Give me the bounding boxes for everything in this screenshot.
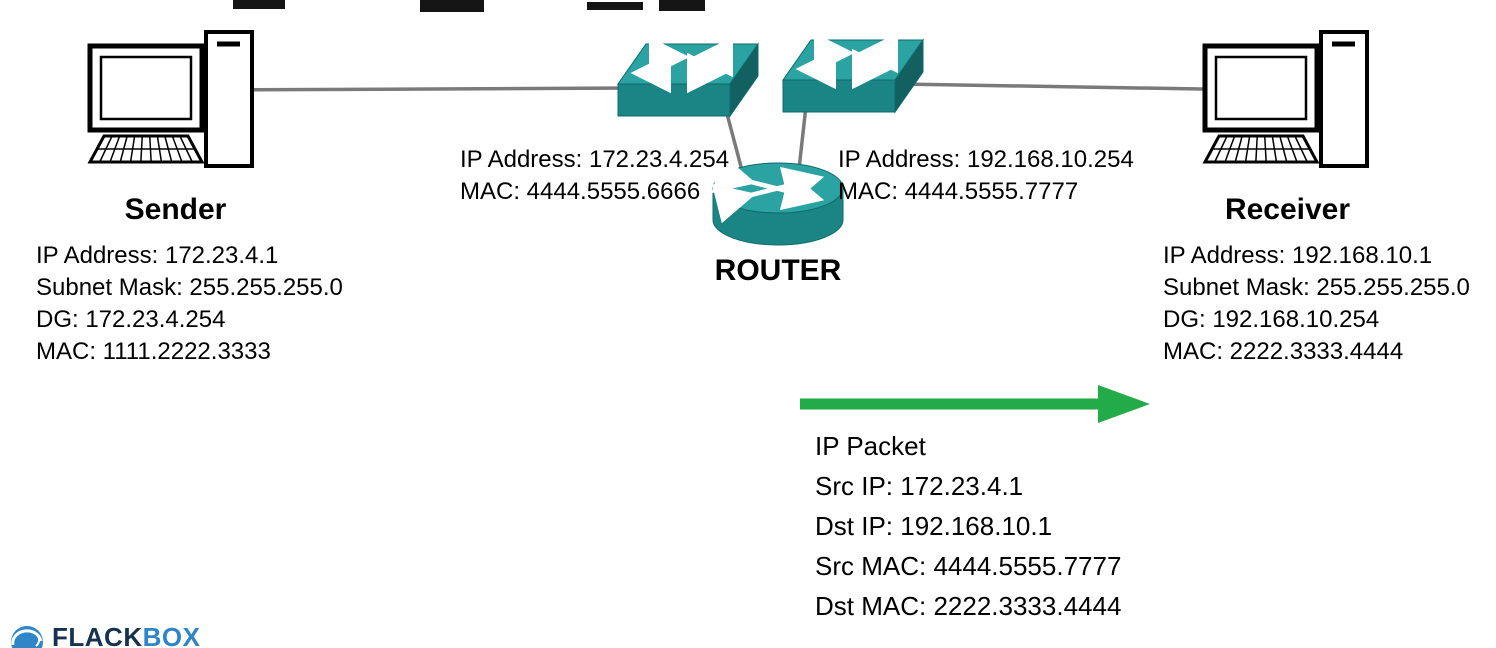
sender-ip-address: IP Address: 172.23.4.1 — [36, 242, 279, 269]
packet-dst-ip: Dst IP: 192.168.10.1 — [815, 511, 1053, 541]
router-icon — [713, 163, 843, 245]
cable-right-switch-to-receiver — [899, 82, 1261, 92]
cable-left-switch-to-router — [724, 109, 746, 179]
packet-flow-arrow-icon — [800, 385, 1150, 423]
router-left-mac: MAC: 4444.5555.6666 — [460, 178, 701, 205]
receiver-ip-address: IP Address: 192.168.10.1 — [1163, 242, 1433, 269]
router-right-interface: IP Address: 192.168.10.254 MAC: 4444.555… — [838, 144, 1134, 208]
sender-details: IP Address: 172.23.4.1 Subnet Mask: 255.… — [36, 240, 343, 368]
packet-src-ip: Src IP: 172.23.4.1 — [815, 471, 1024, 501]
logo-text-part1: FLACK — [52, 622, 143, 648]
router-right-ip: IP Address: 192.168.10.254 — [838, 146, 1134, 173]
router-title: ROUTER — [714, 254, 842, 287]
packet-title: IP Packet — [815, 431, 926, 461]
ip-packet-block: IP Packet Src IP: 172.23.4.1 Dst IP: 192… — [815, 426, 1121, 626]
cropped-title-fragments — [233, 0, 705, 12]
receiver-details: IP Address: 192.168.10.1 Subnet Mask: 25… — [1163, 240, 1470, 368]
receiver-mac: MAC: 2222.3333.4444 — [1163, 338, 1404, 365]
receiver-subnet-mask: Subnet Mask: 255.255.255.0 — [1163, 274, 1470, 301]
router-right-mac: MAC: 4444.5555.7777 — [838, 178, 1079, 205]
receiver-pc-icon — [1205, 32, 1367, 166]
left-switch-icon — [618, 44, 758, 116]
receiver-default-gateway: DG: 192.168.10.254 — [1163, 306, 1380, 333]
cable-sender-to-left-switch — [209, 86, 646, 92]
receiver-title: Receiver — [1224, 193, 1351, 226]
router-left-ip: IP Address: 172.23.4.254 — [460, 146, 730, 173]
flackbox-logo-icon — [11, 626, 43, 648]
router-left-interface: IP Address: 172.23.4.254 MAC: 4444.5555.… — [460, 144, 729, 208]
sender-pc-icon — [90, 32, 252, 166]
sender-title: Sender — [124, 193, 227, 226]
sender-default-gateway: DG: 172.23.4.254 — [36, 306, 226, 333]
sender-mac: MAC: 1111.2222.3333 — [36, 338, 271, 365]
sender-subnet-mask: Subnet Mask: 255.255.255.0 — [36, 274, 343, 301]
logo-text-part2: BOX — [142, 622, 201, 648]
packet-dst-mac: Dst MAC: 2222.3333.4444 — [815, 591, 1122, 621]
packet-src-mac: Src MAC: 4444.5555.7777 — [815, 551, 1122, 581]
flackbox-logo-text: FLACKBOX — [52, 622, 200, 648]
right-switch-icon — [783, 40, 923, 112]
